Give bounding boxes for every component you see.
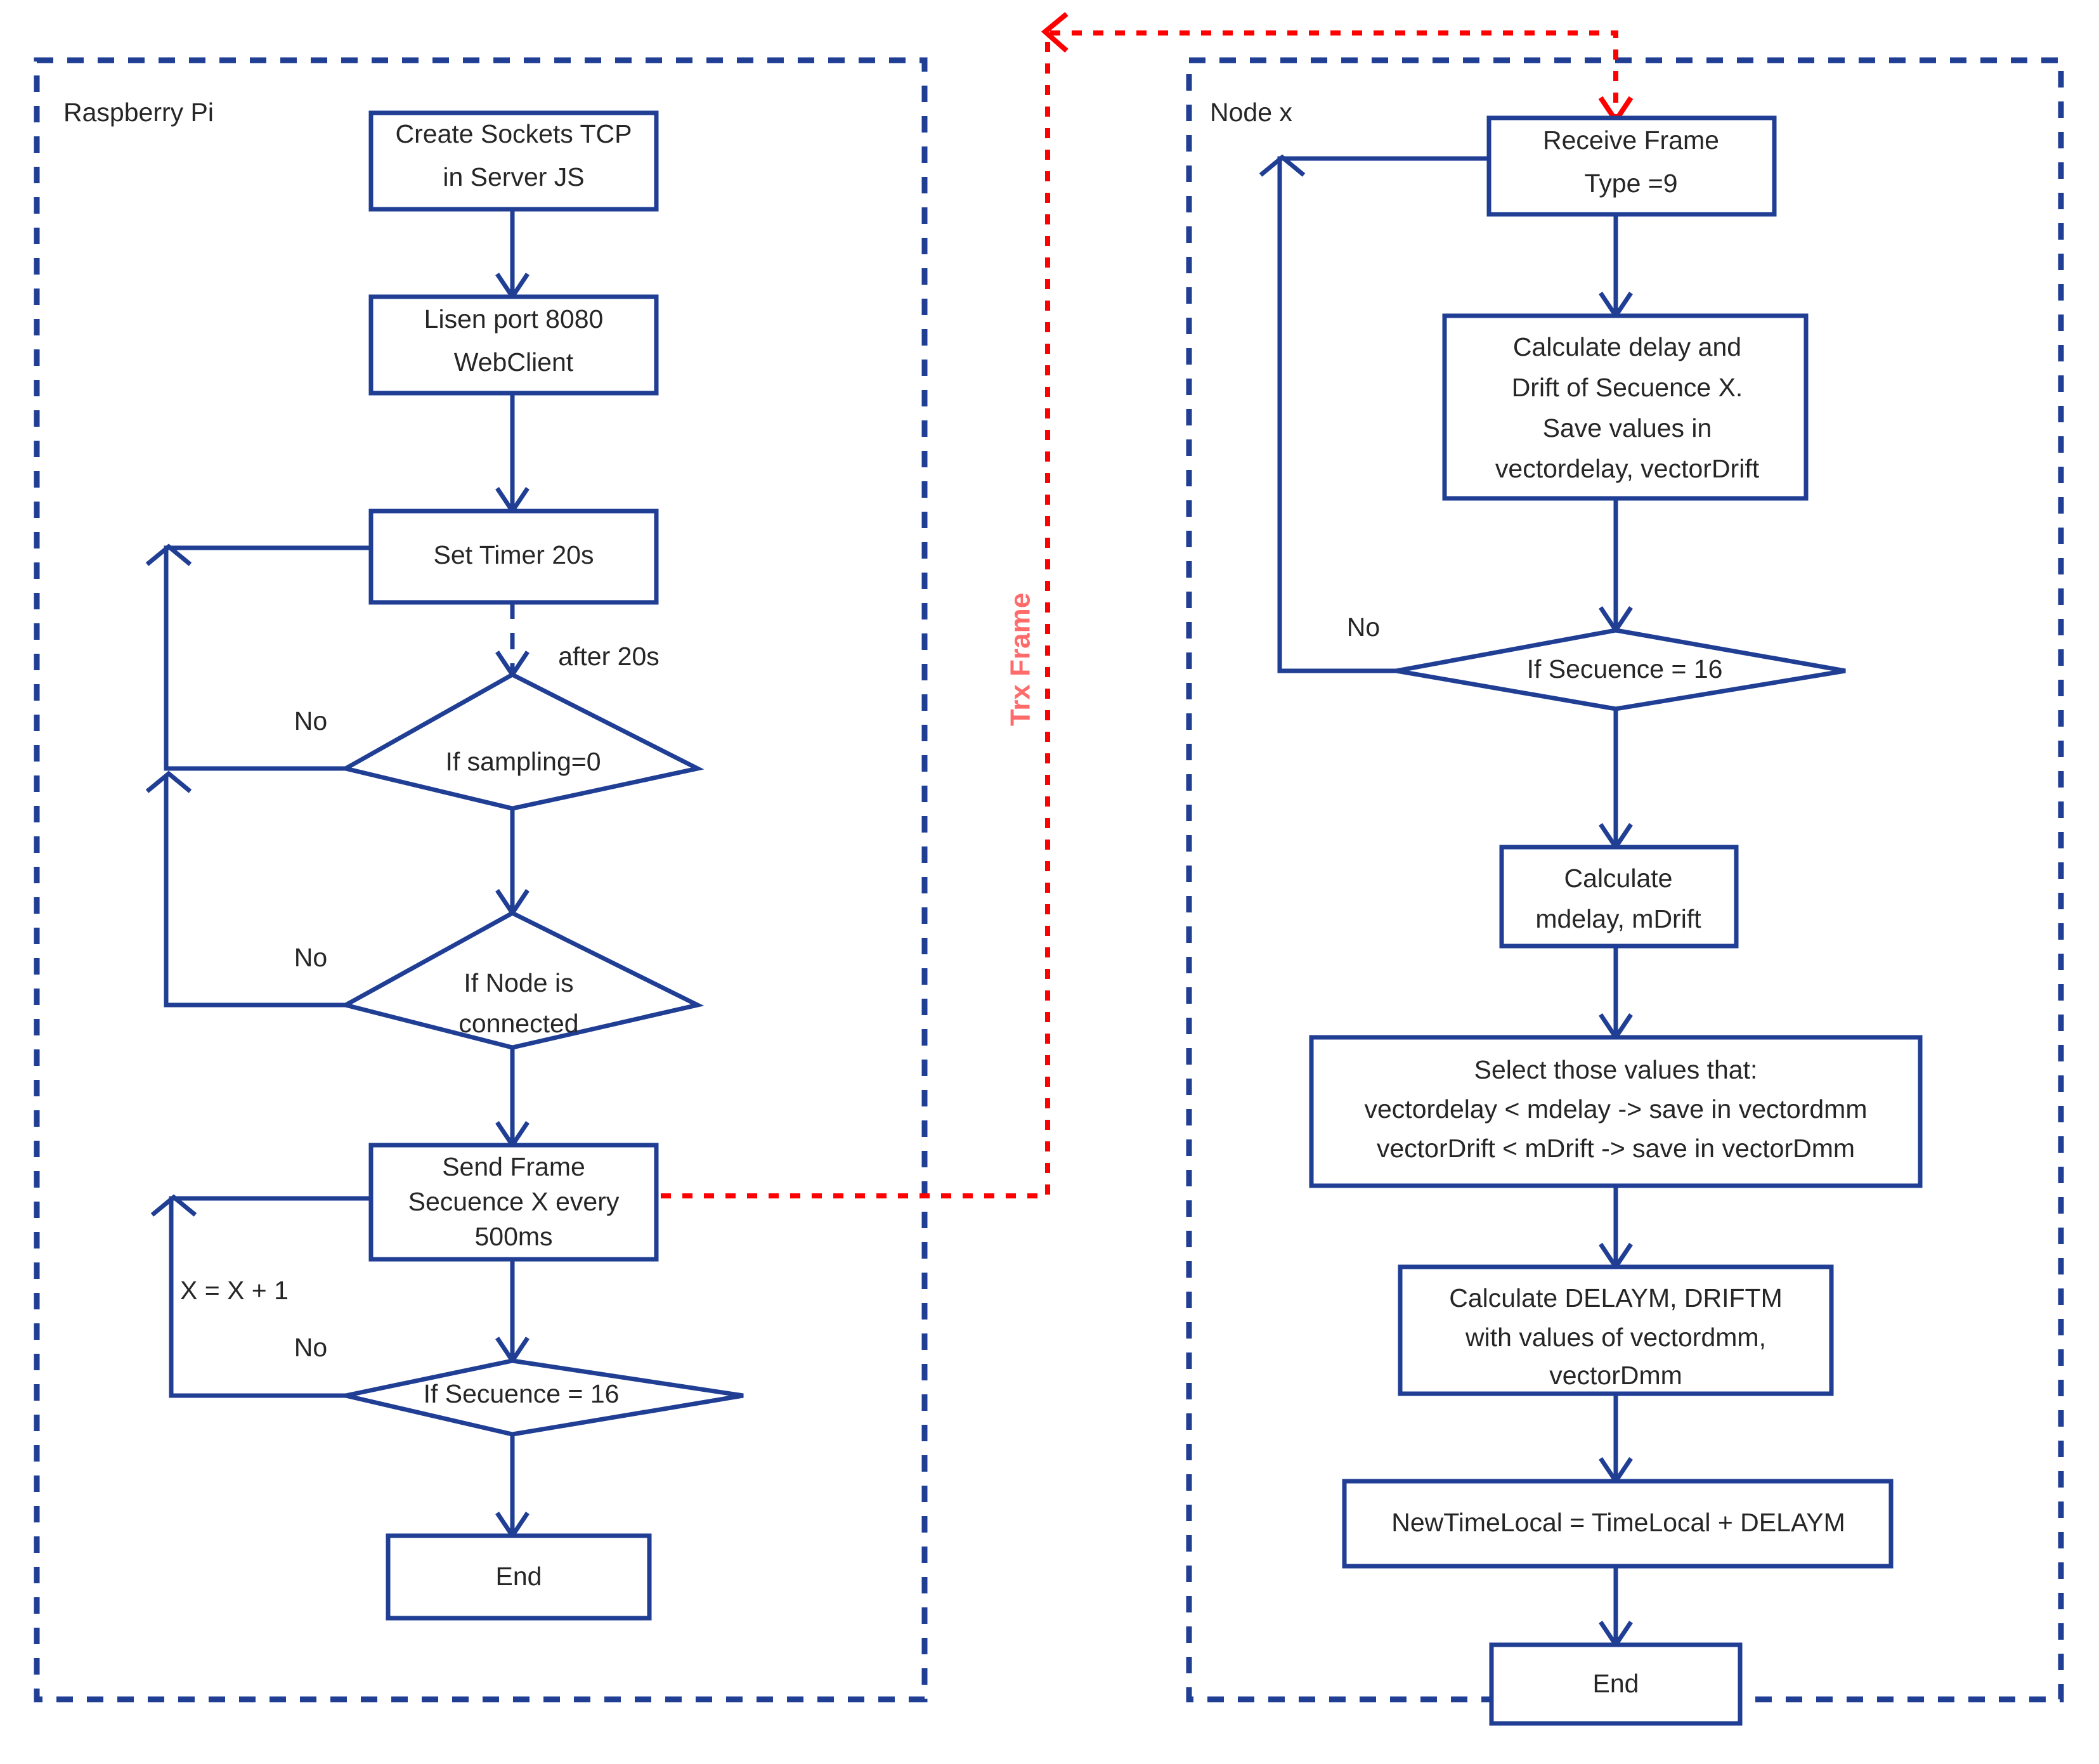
- edge-node-no-loop-head: [145, 770, 192, 793]
- lane-label-raspberry-pi: Raspberry Pi: [63, 98, 214, 127]
- lane-node-x: [1186, 57, 2064, 1702]
- node-calculate-delay-drift-label2: Drift of Secuence X.: [1512, 373, 1743, 402]
- node-select-values-label2: vectordelay < mdelay -> save in vectordm…: [1365, 1094, 1868, 1124]
- node-if-sampling-label: If sampling=0: [446, 747, 601, 776]
- node-send-frame-label2: Secuence X every: [408, 1187, 620, 1216]
- node-end-right[interactable]: [1489, 1642, 1743, 1726]
- node-calculate-delaym-label: Calculate DELAYM, DRIFTM: [1449, 1283, 1783, 1313]
- node-if-secuence-16-label: If Secuence = 16: [424, 1379, 620, 1408]
- node-select-values-label3: vectorDrift < mDrift -> save in vectorDm…: [1377, 1134, 1855, 1163]
- lane-raspberry-pi: [34, 57, 928, 1702]
- trx-frame-link: [661, 30, 1618, 1198]
- node-set-timer-label: Set Timer 20s: [434, 540, 594, 569]
- node-calculate-delay-drift-label3: Save values in: [1543, 413, 1712, 443]
- node-calculate-mdelay-label2: mdelay, mDrift: [1535, 904, 1701, 933]
- edge-label-node-no: No: [294, 943, 327, 972]
- node-end-left[interactable]: [386, 1533, 652, 1621]
- node-select-values[interactable]: [1309, 1035, 1923, 1188]
- edge-node-no-loop: [164, 775, 346, 1008]
- node-receive-frame[interactable]: [1486, 115, 1777, 217]
- edge-secuence-no-loop-head: [150, 1194, 197, 1217]
- edge-node-secuence-no-loop: [1277, 156, 1489, 673]
- edge-sampling-no-loop-head: [145, 543, 192, 566]
- node-new-time-local[interactable]: [1342, 1479, 1894, 1569]
- node-if-secuence-16-node[interactable]: [1396, 628, 1846, 711]
- node-calculate-delay-drift-label4: vectordelay, vectorDrift: [1495, 454, 1760, 483]
- node-calculate-mdelay-label: Calculate: [1564, 864, 1673, 893]
- node-calculate-delay-drift[interactable]: [1442, 313, 1809, 501]
- node-if-node-connected[interactable]: [339, 911, 705, 1050]
- node-calculate-delay-drift-label: Calculate delay and: [1513, 332, 1741, 361]
- node-create-sockets-label: Create Sockets TCP: [396, 119, 632, 148]
- node-if-node-connected-label2: connected: [458, 1009, 578, 1038]
- node-receive-frame-label: Receive Frame: [1543, 126, 1719, 155]
- edge-label-increment: X = X + 1: [180, 1276, 289, 1305]
- node-select-values-label: Select those values that:: [1474, 1055, 1758, 1084]
- edge-label-sampling-no: No: [294, 706, 327, 736]
- node-if-secuence-16[interactable]: [345, 1358, 744, 1437]
- edge-node-secuence-no-loop-head: [1259, 154, 1306, 177]
- node-calculate-delaym-label3: vectorDmm: [1549, 1361, 1682, 1390]
- node-listen-port-label: Lisen port 8080: [424, 304, 604, 334]
- node-receive-frame-label2: Type =9: [1584, 169, 1677, 198]
- node-if-node-connected-label: If Node is: [464, 968, 573, 997]
- edge-secuence-no-loop: [169, 1196, 369, 1398]
- node-calculate-delaym[interactable]: [1398, 1264, 1834, 1396]
- node-new-time-local-label: NewTimeLocal = TimeLocal + DELAYM: [1391, 1508, 1845, 1537]
- node-send-frame-label: Send Frame: [442, 1152, 585, 1181]
- node-if-secuence-16-node-label: If Secuence = 16: [1527, 654, 1723, 684]
- trx-frame-arrowhead-left: [1041, 11, 1069, 53]
- node-calculate-mdelay[interactable]: [1499, 845, 1739, 949]
- node-send-frame[interactable]: [368, 1143, 659, 1262]
- node-create-sockets-label2: in Server JS: [443, 162, 584, 191]
- trx-frame-label: Trx Frame: [1005, 593, 1036, 726]
- edge-label-secuence-no: No: [294, 1333, 327, 1362]
- node-send-frame-label3: 500ms: [474, 1222, 552, 1251]
- node-if-sampling[interactable]: [339, 672, 705, 811]
- node-end-left-label: End: [496, 1562, 542, 1591]
- node-end-right-label: End: [1593, 1669, 1639, 1698]
- node-listen-port-label2: WebClient: [454, 347, 574, 377]
- lane-label-node-x: Node x: [1210, 98, 1292, 127]
- node-set-timer[interactable]: [368, 509, 659, 605]
- node-create-sockets[interactable]: [368, 110, 659, 212]
- node-calculate-delaym-label2: with values of vectordmm,: [1465, 1323, 1766, 1352]
- edge-label-after-20s: after 20s: [558, 642, 660, 671]
- node-listen-port[interactable]: [368, 294, 659, 396]
- edge-sampling-no-loop: [164, 545, 369, 771]
- edge-label-node-secuence-no: No: [1347, 613, 1380, 642]
